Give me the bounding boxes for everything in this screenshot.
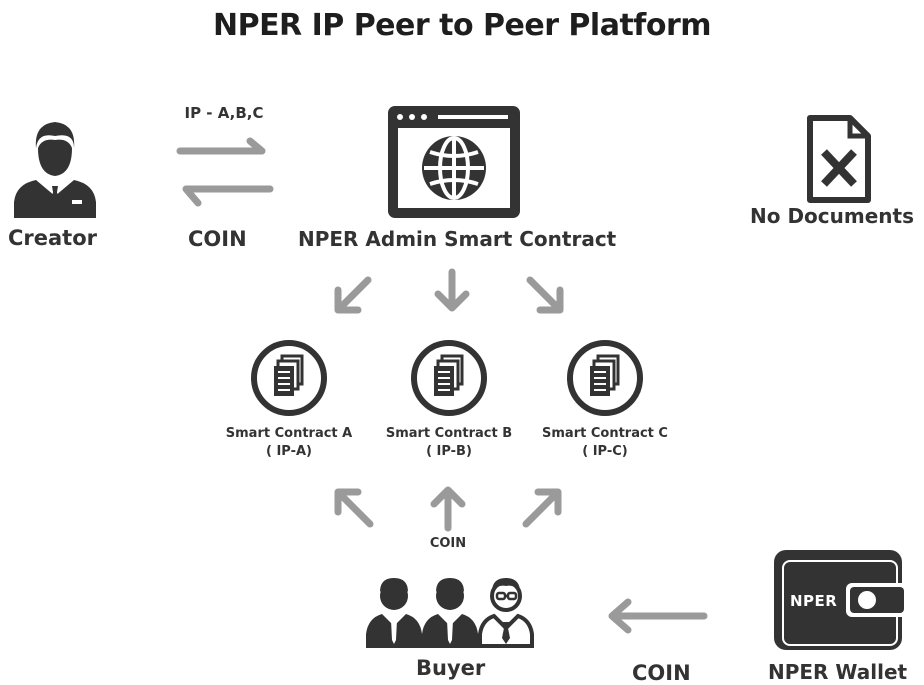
admin-label: NPER Admin Smart Contract [298, 227, 617, 251]
ip-label: IP - A,B,C [184, 104, 264, 122]
contract-a-icon [251, 340, 327, 416]
no-documents-label: No Documents [750, 204, 914, 228]
left-arrow-wallet-icon [608, 598, 708, 634]
page-title: NPER IP Peer to Peer Platform [212, 8, 712, 43]
businessman-icon [14, 122, 96, 218]
contract-c-name: Smart Contract C [542, 426, 668, 441]
arrow-down-icon [434, 268, 470, 312]
contract-b-name: Smart Contract B [385, 426, 513, 441]
contract-b-icon [411, 340, 487, 416]
coin-label-wallet: COIN [632, 661, 691, 685]
wallet-badge: NPER [790, 592, 838, 610]
coin-label-creator: COIN [188, 227, 247, 251]
arrow-up-left-icon [334, 488, 374, 528]
arrow-up-icon [430, 486, 466, 532]
left-arrow-icon [182, 185, 274, 207]
wallet-label: NPER Wallet [768, 660, 908, 684]
contract-a-name: Smart Contract A [225, 426, 353, 441]
arrow-down-right-icon [526, 276, 564, 314]
contract-a-ip: ( IP-A) [265, 444, 312, 459]
contract-c-icon [567, 340, 643, 416]
contract-c-ip: ( IP-C) [582, 444, 628, 459]
buyer-label: Buyer [416, 656, 486, 680]
creator-label: Creator [8, 226, 98, 250]
browser-globe-icon [388, 106, 520, 218]
contract-b-ip: ( IP-B) [426, 444, 472, 459]
right-arrow-icon [176, 137, 266, 155]
coin-label-buyer: COIN [429, 536, 467, 551]
document-x-icon [807, 115, 871, 203]
arrow-down-left-icon [334, 276, 372, 314]
arrow-up-right-icon [522, 488, 562, 528]
group-people-icon [366, 578, 534, 648]
wallet-icon: NPER [774, 550, 908, 650]
